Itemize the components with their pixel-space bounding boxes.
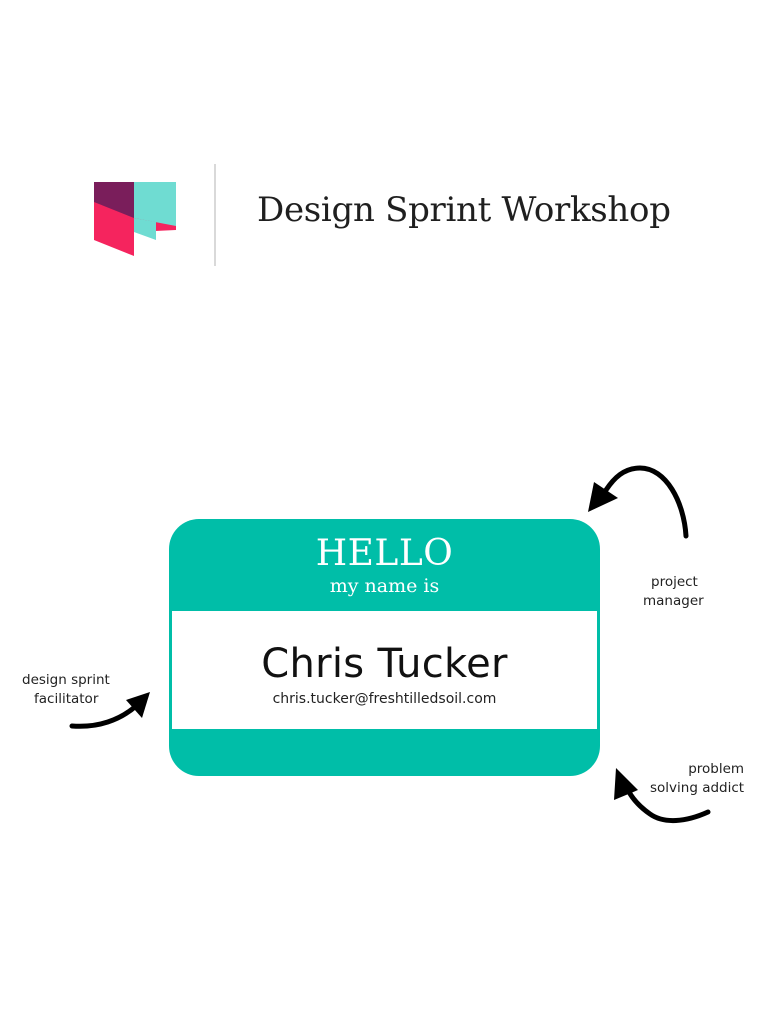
annotation-line: problem [688, 761, 745, 777]
annotation-line: project [651, 574, 698, 590]
name-tag-subtitle: my name is [329, 575, 440, 597]
curved-arrow-icon [614, 768, 711, 823]
annotation-line: solving addict [650, 780, 745, 796]
person-name: Chris Tucker [261, 641, 508, 687]
annotation-design-sprint-facilitator: design sprint facilitator [22, 671, 110, 709]
header-divider [214, 164, 216, 266]
workshop-title: Design Sprint Workshop [257, 190, 671, 230]
person-email: chris.tucker@freshtilledsoil.com [272, 691, 497, 707]
name-tag: HELLO my name is Chris Tucker chris.tuck… [169, 519, 600, 776]
name-tag-greeting: HELLO [315, 533, 454, 574]
fresh-tilled-soil-logo-icon [94, 182, 176, 256]
annotation-line: facilitator [34, 691, 99, 707]
annotation-line: design sprint [22, 672, 110, 688]
annotation-project-manager: project manager [643, 573, 704, 611]
curved-arrow-icon [588, 465, 689, 539]
name-tag-body: Chris Tucker chris.tucker@freshtilledsoi… [172, 611, 597, 729]
annotation-line: manager [643, 593, 704, 609]
annotation-problem-solving-addict: problem solving addict [650, 760, 744, 798]
curved-arrow-icon [69, 692, 150, 729]
